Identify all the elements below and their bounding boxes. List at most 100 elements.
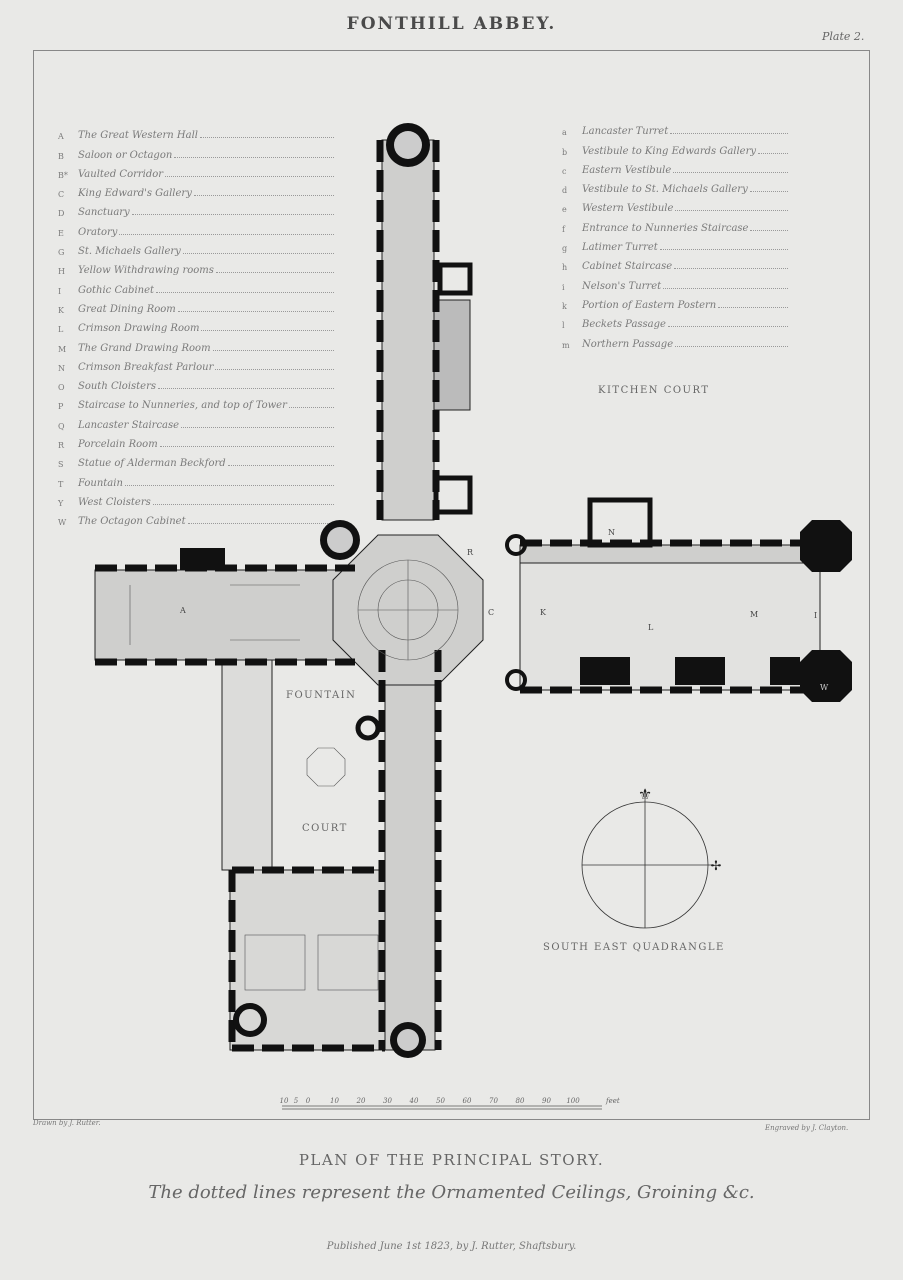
legend-key: d: [562, 186, 568, 196]
leader-dots: [131, 214, 334, 216]
scale-tick-label: 10: [330, 1097, 339, 1105]
sw-block: [229, 869, 386, 1051]
leader-dots: [159, 446, 334, 448]
plate-title: FONTHILL ABBEY.: [346, 14, 557, 34]
legend-label: Fountain: [78, 477, 123, 489]
legend-key: K: [58, 305, 64, 315]
leader-dots: [152, 503, 334, 505]
scale-tick-label: 40: [409, 1097, 419, 1105]
room-label-w: W: [820, 683, 829, 692]
legend-item: O South Cloisters: [58, 373, 334, 392]
room-label-a: A: [179, 606, 186, 615]
room-label-l: L: [648, 623, 654, 632]
legend-key: D: [58, 209, 65, 219]
fountain-label: FOUNTAIN: [286, 690, 356, 701]
legend-key: A: [58, 132, 64, 142]
legend-key: g: [562, 244, 568, 254]
south-arm-floor: [384, 649, 436, 1051]
leader-dots: [201, 330, 334, 332]
legend-label: Lancaster Turret: [582, 126, 669, 138]
legend-label: The Octagon Cabinet: [78, 516, 186, 528]
legend-item: M The Grand Drawing Room: [58, 334, 334, 354]
legend-key: L: [58, 325, 64, 335]
leader-dots: [174, 156, 334, 158]
ceiling-note: The dotted lines represent the Ornamente…: [148, 1182, 755, 1203]
room-label-c: C: [488, 608, 494, 617]
leader-dots: [119, 233, 334, 235]
legend-key: B: [58, 151, 64, 161]
leader-dots: [750, 229, 788, 231]
leader-dots: [675, 210, 788, 212]
east-cross-icon: ✢: [711, 859, 722, 874]
legend-label: Statue of Alderman Beckford: [78, 458, 226, 470]
legend-key: H: [58, 267, 65, 277]
leader-dots: [199, 137, 334, 139]
legend-label: Crimson Breakfast Parlour: [78, 361, 214, 373]
legend-label: West Cloisters: [78, 496, 151, 508]
publication-line: Published June 1st 1823, by J. Rutter, S…: [326, 1241, 577, 1252]
legend-label: Latimer Turret: [582, 242, 658, 254]
legend-item: i Nelson's Turret: [562, 272, 788, 292]
legend-label: Vestibule to St. Michaels Gallery: [582, 184, 748, 196]
leader-dots: [659, 249, 788, 251]
legend-label: The Great Western Hall: [78, 130, 198, 142]
legend-label: Yellow Withdrawing rooms: [78, 265, 214, 277]
legend-key: l: [562, 321, 565, 331]
legend-label: Gothic Cabinet: [78, 284, 155, 296]
leader-dots: [758, 152, 788, 154]
legend-label: Great Dining Room: [78, 303, 176, 315]
legend-key: O: [58, 383, 65, 393]
fountain-basin: [306, 747, 346, 787]
legend-label: Vaulted Corridor: [78, 168, 164, 180]
scale-tick-label: 0: [306, 1097, 311, 1105]
legend-key: S: [58, 460, 64, 470]
plate-number: Plate 2.: [822, 30, 865, 43]
legend-label: Oratory: [78, 226, 118, 238]
court-label: COURT: [302, 823, 348, 834]
legend-label: Sanctuary: [78, 207, 130, 219]
leader-dots: [158, 388, 334, 390]
legend-label: Nelson's Turret: [582, 280, 662, 292]
legend-key: M: [58, 344, 67, 354]
legend-item: C King Edward's Gallery: [58, 180, 334, 199]
legend-key: c: [562, 166, 567, 176]
leader-dots: [749, 191, 788, 193]
scale-tick-label: 5: [294, 1097, 299, 1105]
leader-dots: [124, 484, 334, 486]
legend-key: B*: [58, 170, 68, 180]
leader-dots: [212, 349, 334, 351]
great-western-hall: [94, 569, 356, 661]
legend-key: i: [562, 282, 565, 292]
legend-key: C: [58, 190, 65, 200]
legend-key: h: [562, 263, 568, 273]
legend-item: g Latimer Turret: [562, 234, 788, 253]
legend-label: King Edward's Gallery: [78, 188, 192, 200]
north-arm-floor: [381, 139, 435, 521]
fleur-de-lis-north-icon: ⚜: [638, 785, 652, 804]
legend-item: D Sanctuary: [58, 199, 334, 218]
leader-dots: [288, 407, 334, 409]
legend-label: The Grand Drawing Room: [78, 342, 211, 354]
leader-dots: [227, 465, 334, 467]
legend-key: N: [58, 363, 65, 373]
legend-label: St. Michaels Gallery: [78, 246, 181, 258]
legend-key: I: [58, 286, 62, 296]
legend-key: Q: [58, 421, 65, 431]
legend-label: Portion of Eastern Postern: [582, 299, 717, 311]
legend-label: Northern Passage: [582, 338, 674, 350]
scale-bar: [282, 1105, 602, 1110]
legend-label: South Cloisters: [78, 381, 156, 393]
legend-label: Staircase to Nunneries, and top of Tower: [78, 400, 287, 412]
leader-dots: [156, 291, 334, 293]
